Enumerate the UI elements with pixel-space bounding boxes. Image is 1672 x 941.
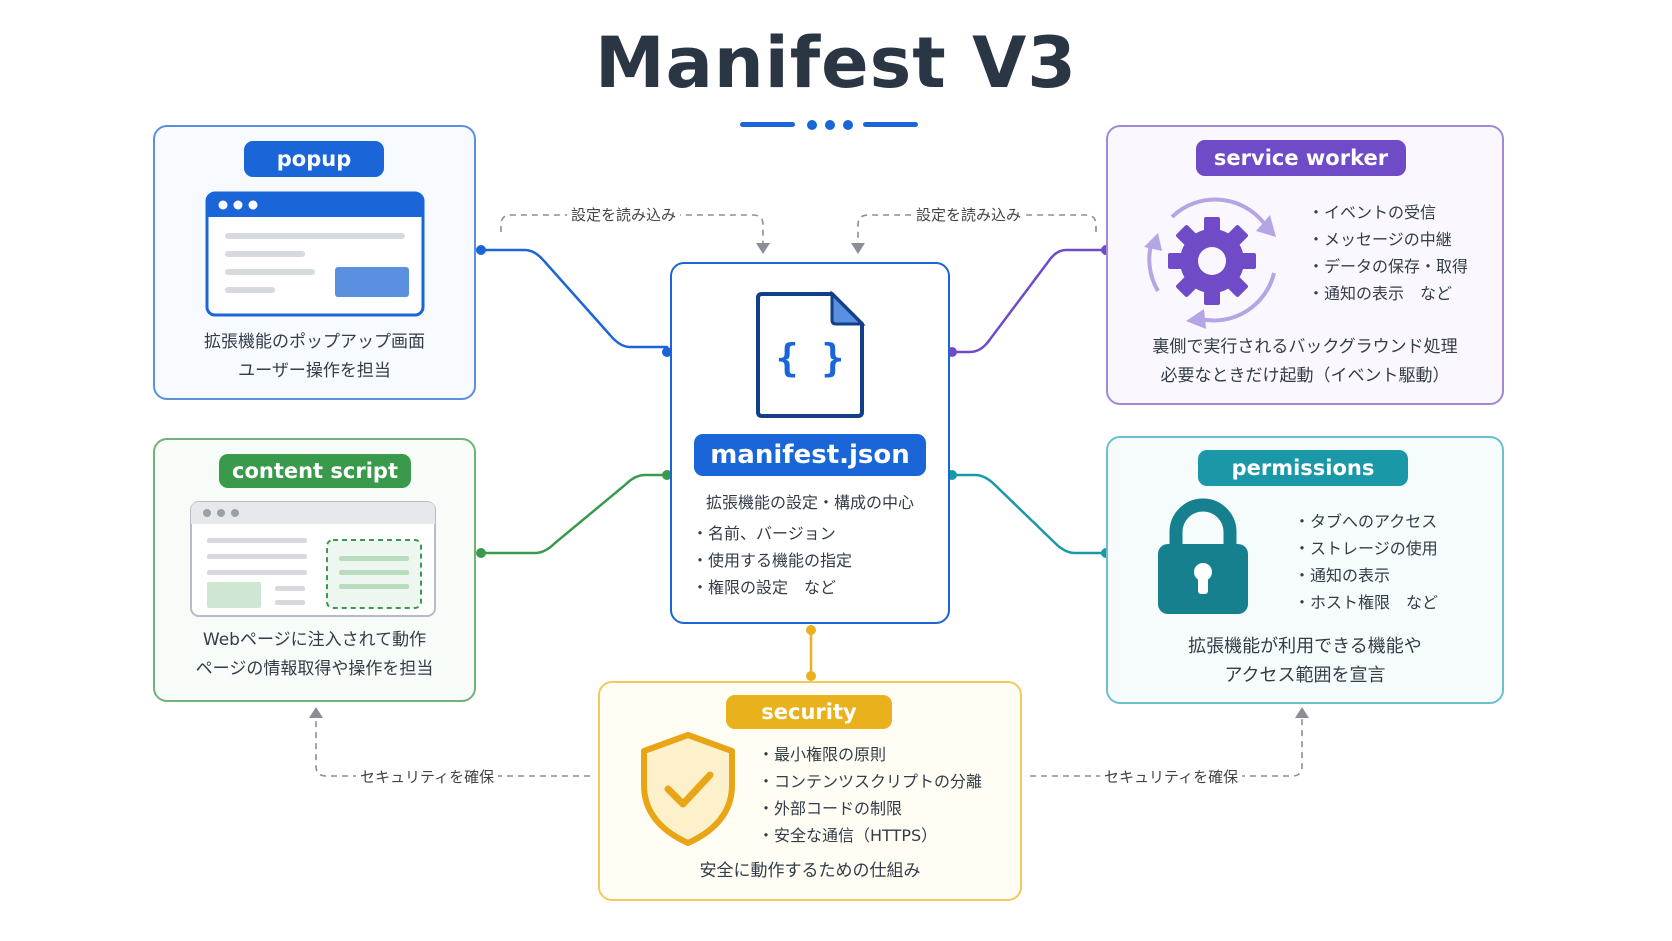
shield-check-icon — [641, 732, 735, 846]
flow-label-read-right: 設定を読み込み — [912, 204, 1026, 225]
permissions-bullet: タブへのアクセス — [1294, 508, 1438, 535]
service-worker-desc: 裏側で実行されるバックグラウンド処理 必要なときだけ起動（イベント駆動） — [1108, 333, 1502, 391]
flow-label-secure-left: セキュリティを確保 — [356, 766, 499, 787]
read-right-arrowhead — [851, 243, 865, 254]
content-connector-dot-end — [662, 470, 672, 480]
manifest-bullet: 名前、バージョン — [692, 520, 852, 547]
security-connector-dot-end — [806, 671, 816, 681]
popup-connector-dot-end — [662, 347, 672, 357]
permissions-pill: permissions — [1198, 450, 1408, 486]
service-worker-bullet: データの保存・取得 — [1308, 253, 1468, 280]
json-braces-icon: { } — [775, 336, 845, 380]
content-connector-dot-start — [476, 548, 486, 558]
permissions-desc-line-1: 拡張機能が利用できる機能や — [1188, 636, 1422, 657]
permissions-bullet: ストレージの使用 — [1294, 535, 1438, 562]
secure-right-arrowhead — [1295, 707, 1309, 718]
webpage-inject-icon — [190, 501, 436, 617]
popup-desc-line-2: ユーザー操作を担当 — [238, 361, 391, 381]
service-worker-bullet: イベントの受信 — [1308, 199, 1468, 226]
permissions-bullet: ホスト権限 など — [1294, 589, 1438, 616]
manifest-subtitle: 拡張機能の設定・構成の中心 — [705, 493, 914, 512]
service-worker-card: service worker イベントの受信 メッセージの中継 データの保 — [1106, 125, 1504, 405]
service-worker-desc-line-1: 裏側で実行されるバックグラウンド処理 — [1152, 337, 1458, 357]
security-pill: security — [726, 695, 892, 729]
content-script-desc-line-2: ページの情報取得や操作を担当 — [195, 659, 434, 679]
permissions-desc-line-2: アクセス範囲を宣言 — [1224, 665, 1386, 686]
security-bullet: 外部コードの制限 — [758, 795, 982, 822]
title-dot-1 — [807, 120, 817, 130]
secure-right-dashed — [1030, 718, 1303, 777]
flow-label-read-left: 設定を読み込み — [567, 204, 681, 225]
manifest-bullet: 権限の設定 など — [692, 574, 852, 601]
content-script-pill: content script — [219, 454, 411, 488]
popup-window-icon — [205, 191, 425, 317]
permissions-card: permissions タブへのアクセス ストレージの使用 通知の表示 ホスト権… — [1106, 436, 1504, 704]
permissions-connector — [955, 473, 1106, 555]
manifest-bullets: 名前、バージョン 使用する機能の指定 権限の設定 など — [692, 520, 852, 601]
service-worker-desc-line-2: 必要なときだけ起動（イベント駆動） — [1160, 366, 1450, 386]
security-connector-dot-start — [806, 625, 816, 635]
security-bullet: コンテンツスクリプトの分離 — [758, 768, 982, 795]
json-file-icon — [756, 290, 866, 418]
popup-card: popup 拡張機能のポップアップ画面 ユーザー操作を担当 — [153, 125, 476, 400]
manifest-pill: manifest.json — [694, 434, 926, 476]
secure-left-arrowhead — [309, 707, 323, 718]
popup-pill: popup — [244, 141, 384, 177]
manifest-card: { } manifest.json 拡張機能の設定・構成の中心 名前、バージョン… — [670, 262, 950, 624]
popup-connector-dot-start — [476, 245, 486, 255]
service-worker-bullet: メッセージの中継 — [1308, 226, 1468, 253]
service-worker-bullet: 通知の表示 など — [1308, 280, 1468, 307]
permissions-desc: 拡張機能が利用できる機能や アクセス範囲を宣言 — [1108, 632, 1502, 690]
popup-connector — [475, 248, 668, 349]
lock-icon — [1158, 498, 1248, 614]
title-underline-right — [863, 122, 918, 127]
gear-cycle-icon — [1144, 197, 1276, 329]
page-title: Manifest V3 — [594, 22, 1078, 104]
secure-left-dashed — [315, 718, 590, 777]
manifest-bullet: 使用する機能の指定 — [692, 547, 852, 574]
service-worker-connector — [955, 248, 1106, 354]
popup-desc-line-1: 拡張機能のポップアップ画面 — [204, 332, 425, 352]
security-card: security 最小権限の原則 コンテンツスクリプトの分離 外部コードの制限 … — [598, 681, 1022, 901]
title-dot-3 — [843, 120, 853, 130]
service-worker-pill: service worker — [1196, 140, 1406, 176]
security-bullet: 最小権限の原則 — [758, 741, 982, 768]
title-underline-left — [740, 122, 795, 127]
security-desc: 安全に動作するための仕組み — [699, 861, 921, 881]
read-left-arrowhead — [756, 243, 770, 254]
popup-desc: 拡張機能のポップアップ画面 ユーザー操作を担当 — [155, 328, 474, 386]
title-dot-2 — [825, 120, 835, 130]
permissions-bullet: 通知の表示 — [1294, 562, 1438, 589]
content-script-desc-line-1: Webページに注入されて動作 — [202, 630, 427, 650]
service-worker-bullets: イベントの受信 メッセージの中継 データの保存・取得 通知の表示 など — [1308, 199, 1468, 307]
permissions-bullets: タブへのアクセス ストレージの使用 通知の表示 ホスト権限 など — [1294, 508, 1438, 616]
security-bullet: 安全な通信（HTTPS） — [758, 822, 982, 849]
content-script-card: content script Webページに注入されて動作 ページの情報取得や操… — [153, 438, 476, 702]
content-script-desc: Webページに注入されて動作 ページの情報取得や操作を担当 — [155, 626, 474, 684]
flow-label-secure-right: セキュリティを確保 — [1100, 766, 1243, 787]
content-connector — [481, 473, 668, 555]
security-bullets: 最小権限の原則 コンテンツスクリプトの分離 外部コードの制限 安全な通信（HTT… — [758, 741, 982, 849]
